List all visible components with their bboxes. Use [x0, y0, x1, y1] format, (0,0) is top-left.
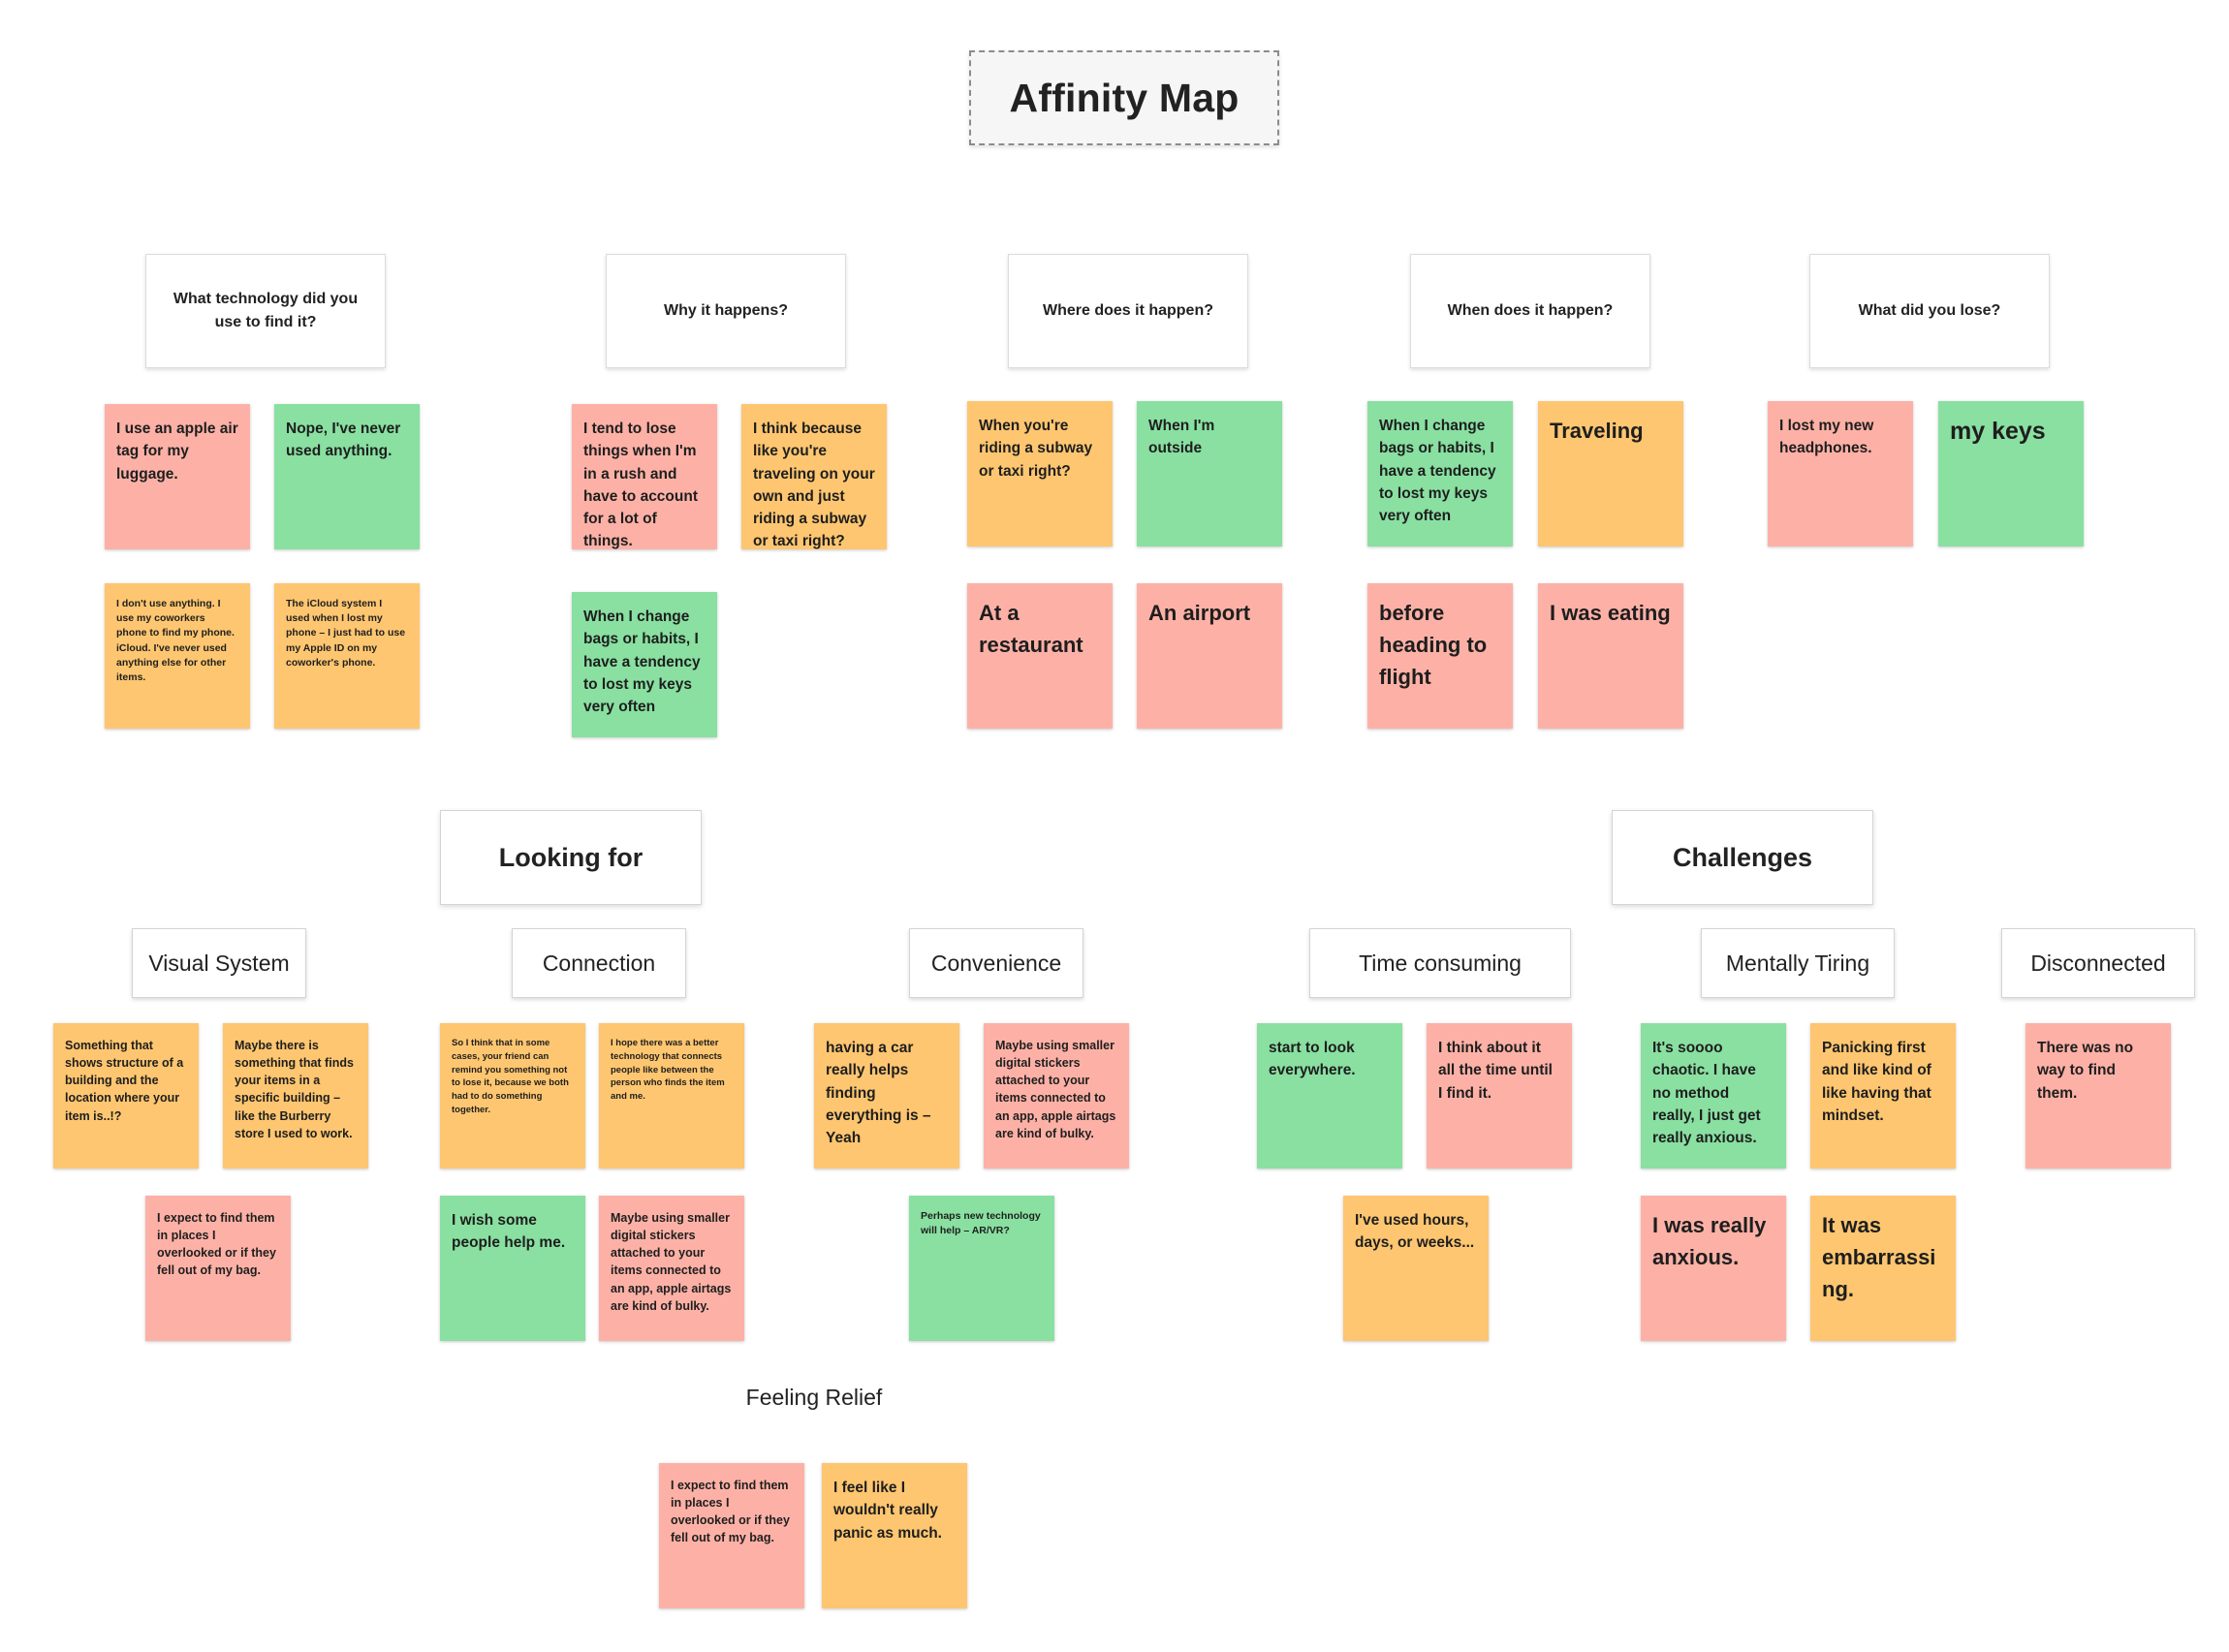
- sticky-note[interactable]: before heading to flight: [1367, 583, 1513, 729]
- sticky-note[interactable]: I think about it all the time until I fi…: [1427, 1023, 1572, 1169]
- question-why-card[interactable]: Why it happens?: [606, 254, 846, 368]
- board-title[interactable]: Affinity Map: [969, 50, 1279, 145]
- sticky-note[interactable]: Maybe using smaller digital stickers att…: [984, 1023, 1129, 1169]
- sticky-note[interactable]: Maybe there is something that finds your…: [223, 1023, 368, 1169]
- sticky-note[interactable]: I've used hours, days, or weeks...: [1343, 1196, 1489, 1341]
- subgroup-connection[interactable]: Connection: [512, 928, 686, 998]
- sticky-note[interactable]: Nope, I've never used anything.: [274, 404, 420, 549]
- sticky-note[interactable]: I was eating: [1538, 583, 1683, 729]
- sticky-note[interactable]: Panicking first and like kind of like ha…: [1810, 1023, 1956, 1169]
- sticky-note[interactable]: When I'm outside: [1137, 401, 1282, 546]
- sticky-note[interactable]: I hope there was a better technology tha…: [599, 1023, 744, 1169]
- sticky-note[interactable]: It's soooo chaotic. I have no method rea…: [1641, 1023, 1786, 1169]
- subgroup-time-consuming[interactable]: Time consuming: [1309, 928, 1571, 998]
- sticky-note[interactable]: When I change bags or habits, I have a t…: [1367, 401, 1513, 546]
- sticky-note[interactable]: The iCloud system I used when I lost my …: [274, 583, 420, 729]
- sticky-note[interactable]: So I think that in some cases, your frie…: [440, 1023, 585, 1169]
- sticky-note[interactable]: I lost my new headphones.: [1768, 401, 1913, 546]
- question-where-card[interactable]: Where does it happen?: [1008, 254, 1248, 368]
- section-challenges-card[interactable]: Challenges: [1612, 810, 1873, 905]
- sticky-note[interactable]: I think because like you're traveling on…: [741, 404, 887, 549]
- subgroup-disconnected[interactable]: Disconnected: [2001, 928, 2195, 998]
- sticky-note[interactable]: I expect to find them in places I overlo…: [145, 1196, 291, 1341]
- sticky-note[interactable]: my keys: [1938, 401, 2084, 546]
- sticky-note[interactable]: I use an apple air tag for my luggage.: [105, 404, 250, 549]
- sticky-note[interactable]: When you're riding a subway or taxi righ…: [967, 401, 1113, 546]
- sticky-note[interactable]: I don't use anything. I use my coworkers…: [105, 583, 250, 729]
- section-looking-for-card[interactable]: Looking for: [440, 810, 702, 905]
- sticky-note[interactable]: At a restaurant: [967, 583, 1113, 729]
- sticky-note[interactable]: Perhaps new technology will help – AR/VR…: [909, 1196, 1054, 1341]
- sticky-note[interactable]: There was no way to find them.: [2025, 1023, 2171, 1169]
- sticky-note[interactable]: I expect to find them in places I overlo…: [659, 1463, 804, 1608]
- sticky-note[interactable]: I wish some people help me.: [440, 1196, 585, 1341]
- subgroup-convenience[interactable]: Convenience: [909, 928, 1083, 998]
- sticky-note[interactable]: I was really anxious.: [1641, 1196, 1786, 1341]
- sticky-note[interactable]: I feel like I wouldn't really panic as m…: [822, 1463, 967, 1608]
- sticky-note[interactable]: Maybe using smaller digital stickers att…: [599, 1196, 744, 1341]
- subgroup-visual-system[interactable]: Visual System: [132, 928, 306, 998]
- sticky-note[interactable]: When I change bags or habits, I have a t…: [572, 592, 717, 737]
- sticky-note[interactable]: I tend to lose things when I'm in a rush…: [572, 404, 717, 549]
- question-what-card[interactable]: What did you lose?: [1809, 254, 2050, 368]
- sticky-note[interactable]: having a car really helps finding everyt…: [814, 1023, 959, 1169]
- subgroup-feeling-relief[interactable]: Feeling Relief: [745, 1384, 883, 1410]
- sticky-note[interactable]: start to look everywhere.: [1257, 1023, 1402, 1169]
- subgroup-mentally-tiring[interactable]: Mentally Tiring: [1701, 928, 1895, 998]
- sticky-note[interactable]: An airport: [1137, 583, 1282, 729]
- sticky-note[interactable]: It was embarrassing.: [1810, 1196, 1956, 1341]
- question-tech-card[interactable]: What technology did you use to find it?: [145, 254, 386, 368]
- sticky-note[interactable]: Something that shows structure of a buil…: [53, 1023, 199, 1169]
- sticky-note[interactable]: Traveling: [1538, 401, 1683, 546]
- question-when-card[interactable]: When does it happen?: [1410, 254, 1650, 368]
